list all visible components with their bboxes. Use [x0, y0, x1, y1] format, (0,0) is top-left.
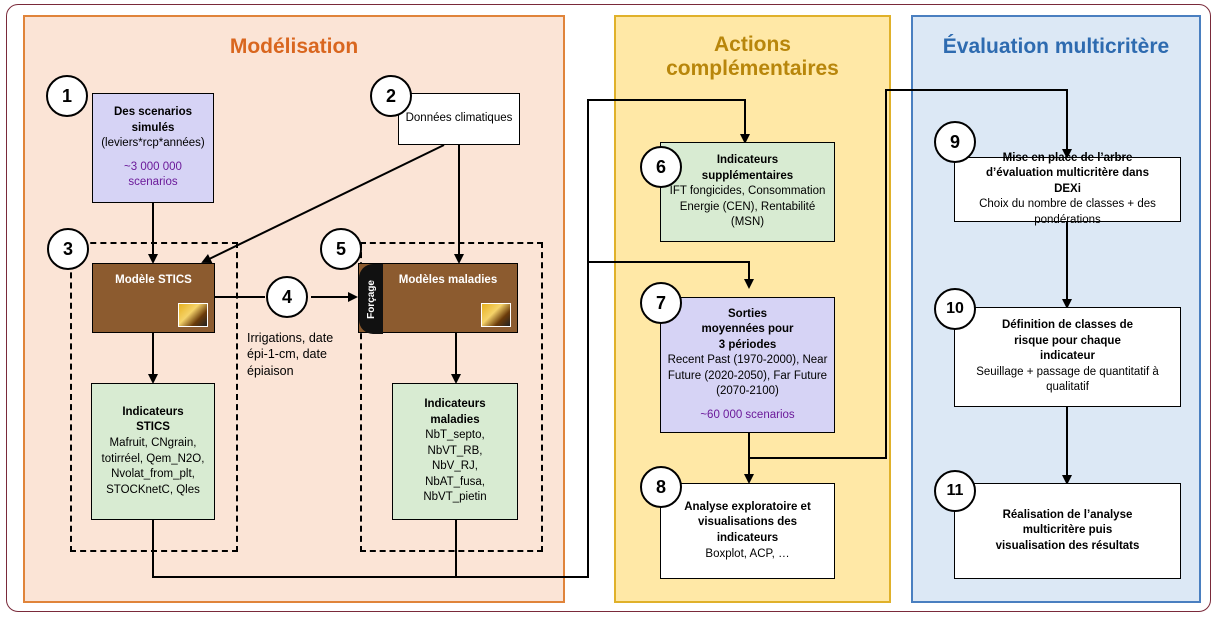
step-7-circle: 7 [640, 282, 682, 324]
step-2-circle: 2 [370, 75, 412, 117]
scenarios-text: (leviers*rcp*années) [101, 137, 205, 150]
stics-indicators-text: Mafruit, CNgrain, totirréel, Qem_N2O, Nv… [101, 436, 205, 496]
maladies-indicators-title: Indicateurs maladies [424, 398, 486, 426]
forcage-label: Forçage [359, 264, 383, 334]
averaged-outputs-box: Sorties moyennées pour 3 périodes Recent… [660, 297, 835, 433]
multicriteria-analysis-box: Réalisation de l’analyse multicritère pu… [954, 483, 1181, 579]
maladies-model-label: Modèles maladies [398, 274, 498, 286]
exploratory-analysis-box: Analyse exploratoire et visualisations d… [660, 483, 835, 579]
actions-title: Actions complémentaires [666, 33, 839, 81]
scenarios-count: ~3 000 000 scenarios [124, 160, 182, 189]
maladies-dashed-group [360, 242, 543, 552]
modelisation-title: Modélisation [229, 35, 359, 58]
step-11-circle: 11 [934, 470, 976, 512]
step-6-circle: 6 [640, 146, 682, 188]
averaged-outputs-text: Recent Past (1970-2000), Near Future (20… [667, 354, 828, 398]
step-1-circle: 1 [46, 75, 88, 117]
step-9-circle: 9 [934, 121, 976, 163]
step-8-circle: 8 [640, 466, 682, 508]
extra-indicators-title: Indicateurs supplémentaires [701, 154, 794, 182]
step-4-circle: 4 [266, 276, 308, 318]
climate-data-title: Données climatiques [405, 112, 513, 125]
exploratory-analysis-text: Boxplot, ACP, … [705, 547, 790, 560]
risk-classes-box: Définition de classes de risque pour cha… [954, 307, 1181, 407]
risk-classes-text: Seuillage + passage de quantitatif à qua… [976, 365, 1159, 394]
model-thumbnail-icon [481, 303, 511, 327]
step-3-circle: 3 [47, 228, 89, 270]
maladies-model-box: Forçage Modèles maladies [358, 263, 518, 334]
climate-data-box: Données climatiques [398, 93, 520, 145]
dexi-tree-box: Mise en place de l’arbre d’évaluation mu… [954, 152, 1181, 226]
scenarios-title: Des scenarios simulés [114, 106, 192, 134]
risk-classes-title: Définition de classes de risque pour cha… [1001, 319, 1133, 363]
dexi-tree-title: Mise en place de l’arbre d’évaluation mu… [986, 151, 1149, 195]
extra-indicators-text: IFT fongicides, Consommation Energie (CE… [669, 185, 826, 229]
averaged-outputs-count: ~60 000 scenarios [700, 408, 795, 421]
irrigation-note: Irrigations, date épi-1-cm, date épiaiso… [247, 331, 334, 378]
maladies-indicators-box: Indicateurs maladies NbT_septo, NbVT_RB,… [392, 383, 518, 520]
stics-model-box: Modèle STICS [92, 263, 215, 333]
model-thumbnail-icon [178, 303, 208, 327]
extra-indicators-box: Indicateurs supplémentaires IFT fongicid… [660, 142, 835, 242]
step-10-circle: 10 [934, 288, 976, 330]
evaluation-title: Évaluation multicritère [942, 35, 1170, 58]
outer-frame [6, 4, 1211, 612]
stics-model-label: Modèle STICS [115, 274, 192, 286]
multicriteria-analysis-title: Réalisation de l’analyse multicritère pu… [995, 508, 1140, 552]
exploratory-analysis-title: Analyse exploratoire et visualisations d… [684, 500, 811, 544]
averaged-outputs-title: Sorties moyennées pour 3 périodes [701, 307, 794, 351]
dexi-tree-text: Choix du nombre de classes + des pondéra… [979, 198, 1156, 226]
stics-indicators-box: Indicateurs STICS Mafruit, CNgrain, toti… [91, 383, 215, 520]
stics-indicators-title: Indicateurs STICS [122, 405, 184, 434]
maladies-indicators-text: NbT_septo, NbVT_RB, NbV_RJ, NbAT_fusa, N… [423, 429, 487, 504]
scenarios-box: Des scenarios simulés (leviers*rcp*année… [92, 93, 214, 203]
step-5-circle: 5 [320, 228, 362, 270]
